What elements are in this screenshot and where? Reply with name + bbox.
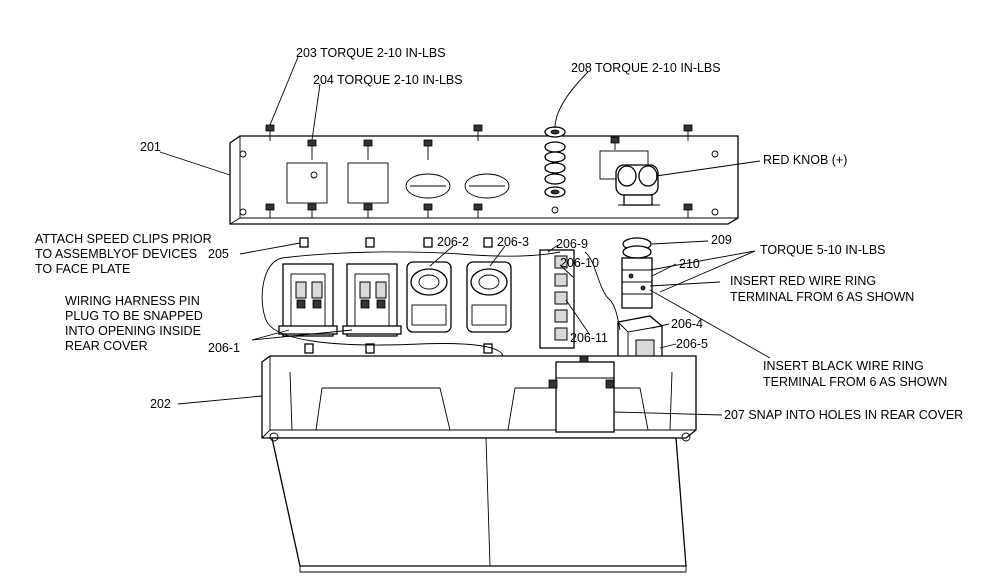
twist-lock-receptacles <box>406 261 512 333</box>
callout-206-2: 206-2 <box>437 235 469 249</box>
callout-labels: 203 TORQUE 2-10 IN-LBS 204 TORQUE 2-10 I… <box>35 46 963 422</box>
gfci-receptacles-206-1 <box>278 263 402 337</box>
callout-206-9: 206-9 <box>556 237 588 251</box>
module-207 <box>548 355 615 433</box>
face-plate-201 <box>229 135 739 225</box>
callout-206-10: 206-10 <box>560 256 599 270</box>
callout-205: 205 <box>208 247 229 261</box>
leader-lines <box>159 56 771 416</box>
callout-206-1: 206-1 <box>208 341 240 355</box>
binding-post-assembly-209-210 <box>621 237 653 309</box>
screws-203-204 <box>265 124 693 218</box>
fuse-block-column <box>539 249 575 349</box>
callout-209: 209 <box>711 233 732 247</box>
note-harness-line1: WIRING HARNESS PIN <box>65 294 200 308</box>
callout-210: 210 <box>679 257 700 271</box>
note-speed-clips-line2: TO ASSEMBLYOF DEVICES <box>35 247 197 261</box>
callout-204: 204 TORQUE 2-10 IN-LBS <box>313 73 463 87</box>
note-speed-clips-line3: TO FACE PLATE <box>35 262 130 276</box>
note-red-wire-line2: TERMINAL FROM 6 AS SHOWN <box>730 290 914 304</box>
callout-206-4: 206-4 <box>671 317 703 331</box>
note-speed-clips-line1: ATTACH SPEED CLIPS PRIOR <box>35 232 212 246</box>
note-harness-line4: REAR COVER <box>65 339 148 353</box>
fuse-holder-208 <box>544 126 566 198</box>
callout-208: 208 TORQUE 2-10 IN-LBS <box>571 61 721 75</box>
note-black-wire-line1: INSERT BLACK WIRE RING <box>763 359 924 373</box>
callout-207: 207 SNAP INTO HOLES IN REAR COVER <box>724 408 963 422</box>
note-red-wire-line1: INSERT RED WIRE RING <box>730 274 876 288</box>
callout-201: 201 <box>140 140 161 154</box>
callout-202: 202 <box>150 397 171 411</box>
callout-206-11: 206-11 <box>570 331 608 345</box>
callout-206-5: 206-5 <box>676 337 708 351</box>
callout-red-knob: RED KNOB (+) <box>763 153 847 167</box>
callout-203: 203 TORQUE 2-10 IN-LBS <box>296 46 446 60</box>
rear-cover-202 <box>261 355 697 573</box>
note-harness-line2: PLUG TO BE SNAPPED <box>65 309 203 323</box>
speed-clips-205 <box>299 237 493 354</box>
note-black-wire-line2: TERMINAL FROM 6 AS SHOWN <box>763 375 947 389</box>
callout-torque-5-10: TORQUE 5-10 IN-LBS <box>760 243 886 257</box>
callout-206-3: 206-3 <box>497 235 529 249</box>
note-harness-line3: INTO OPENING INSIDE <box>65 324 201 338</box>
